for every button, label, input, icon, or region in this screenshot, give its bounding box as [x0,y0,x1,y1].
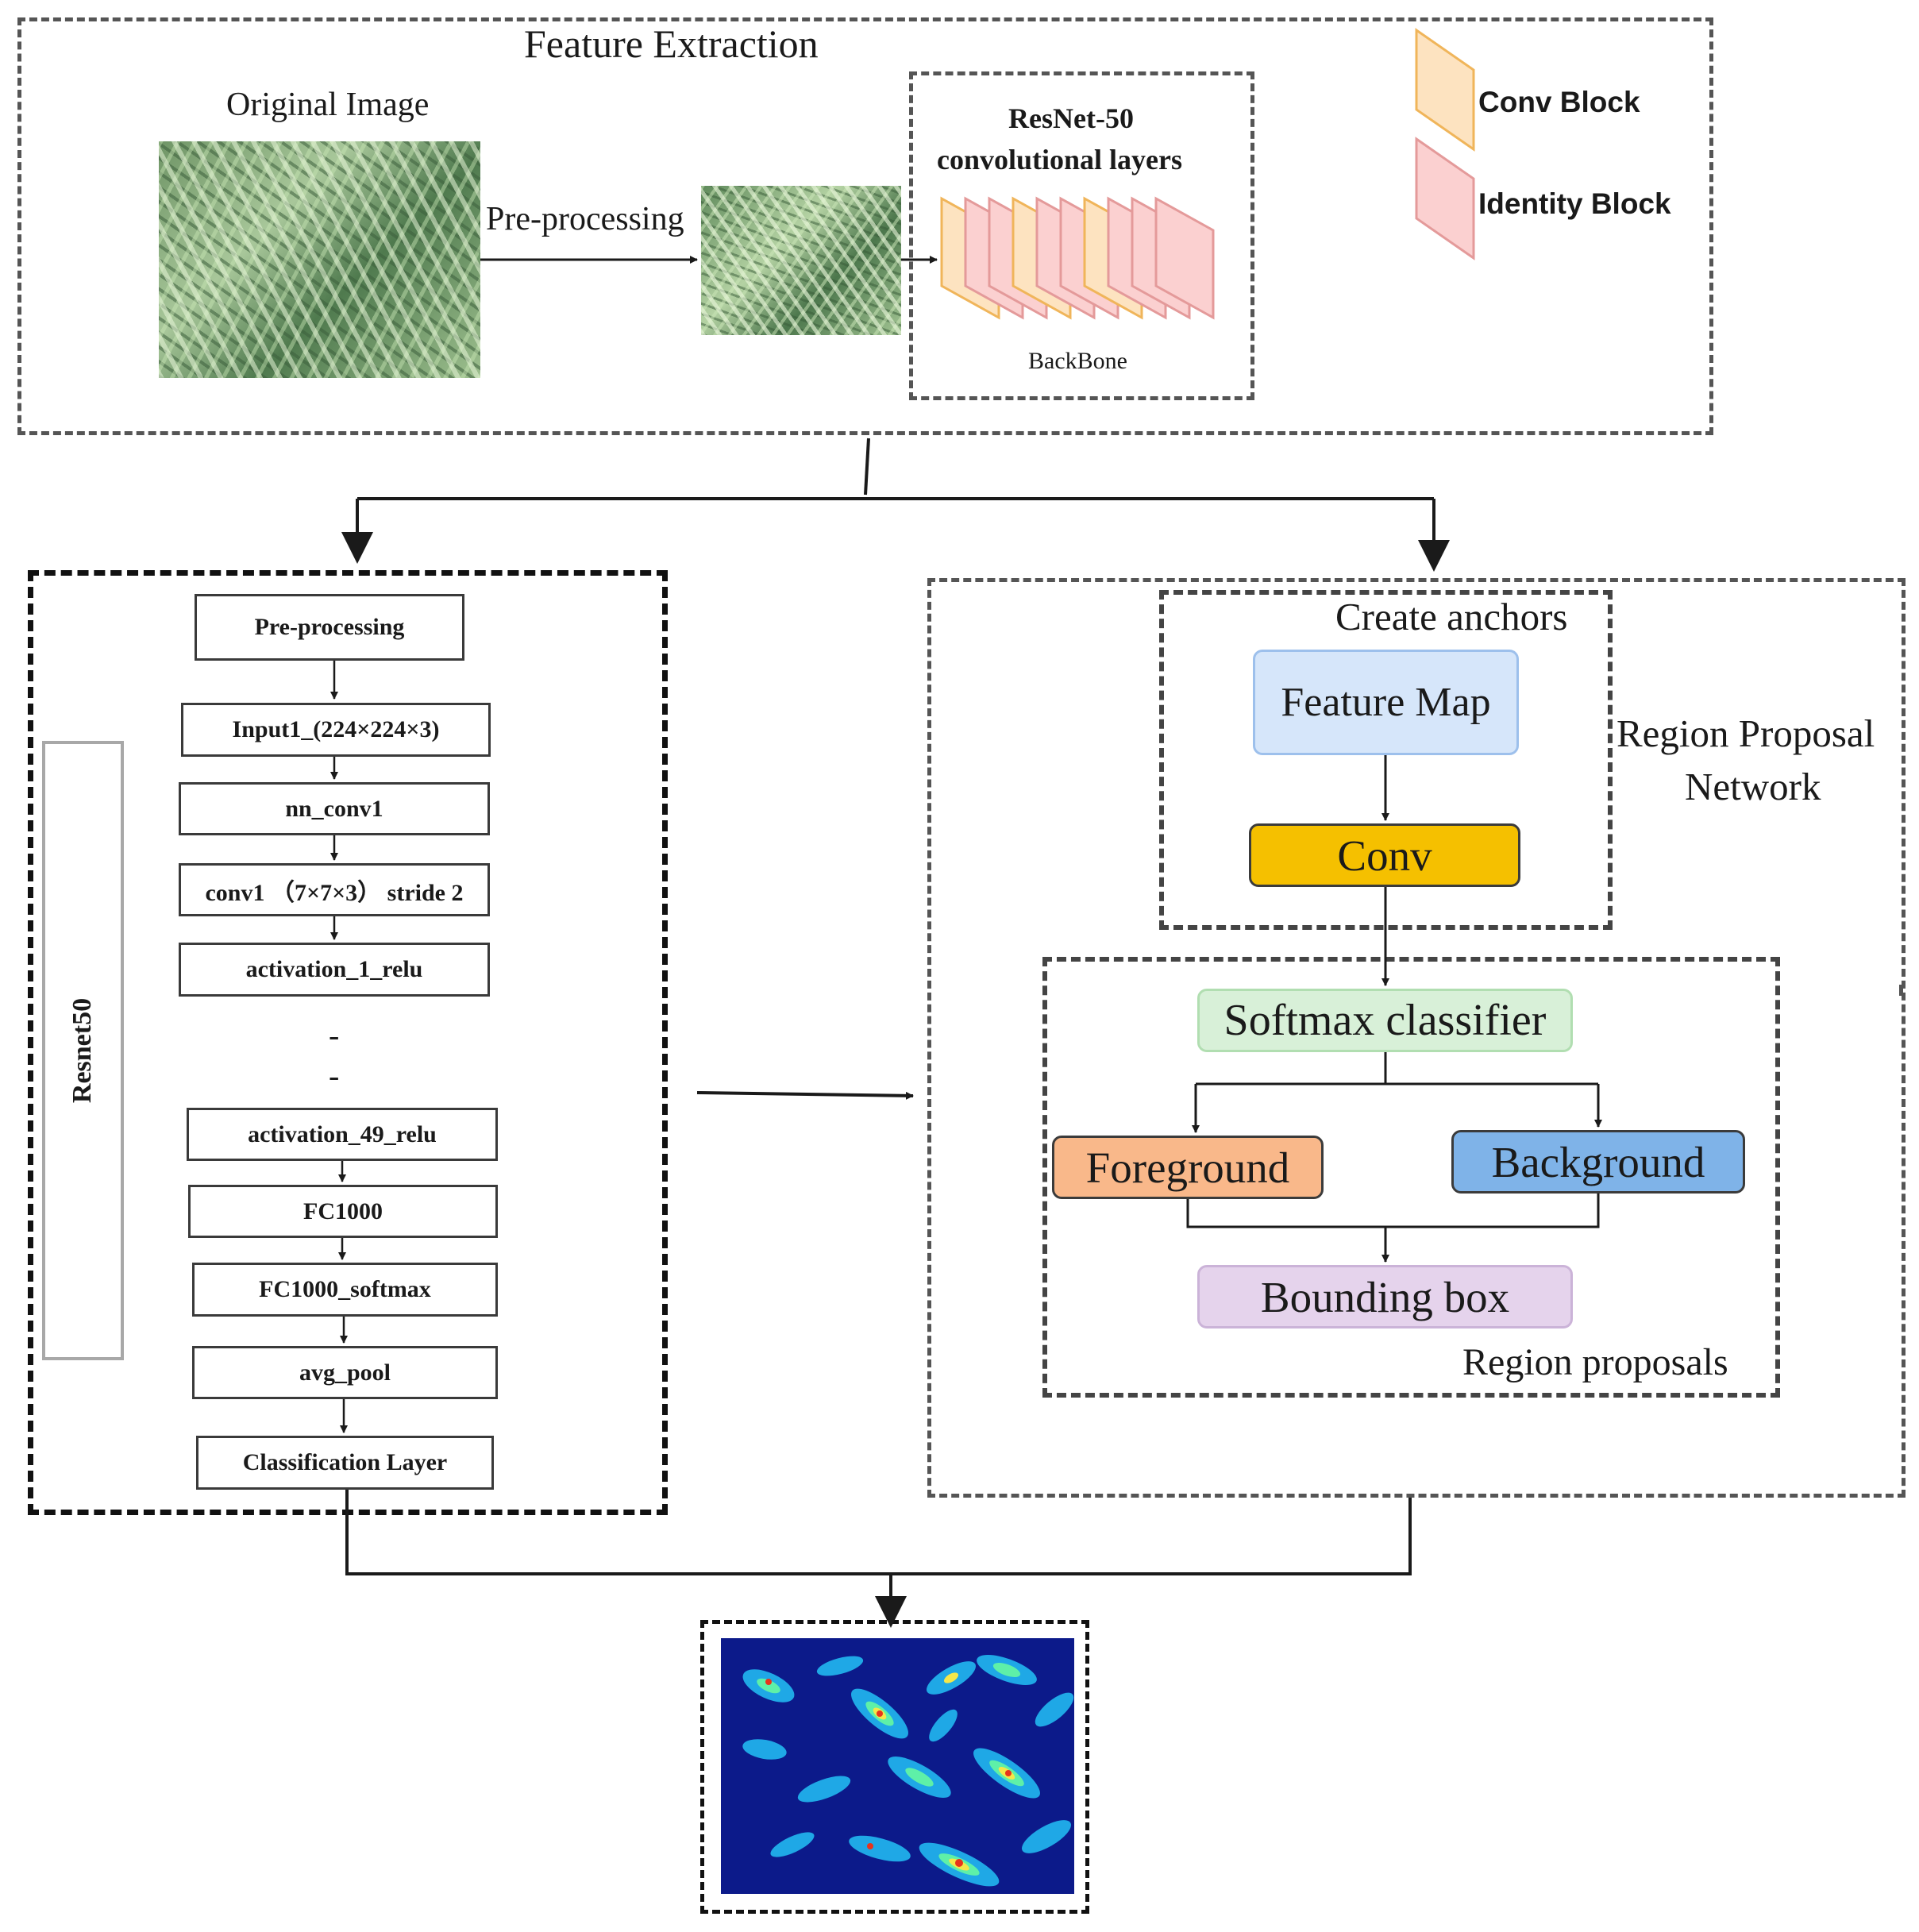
preprocessing-arrow-label: Pre-processing [486,201,684,237]
layer-fc1000: FC1000 [188,1185,498,1238]
rpn-frame-mark [1899,985,1913,996]
merge-connector [345,1490,1412,1628]
region-proposals-label: Region proposals [1462,1341,1728,1383]
layer-input1: Input1_(224×224×3) [181,703,491,757]
resnet-chain-arrows [330,661,348,1433]
bounding-box-box: Bounding box [1197,1265,1573,1328]
rpn-arrows [1186,755,1602,1263]
backbone-title-line1: ResNet-50 [1008,102,1134,134]
rpn-label-line2: Network [1685,765,1821,808]
layer-preprocessing: Pre-processing [195,594,464,661]
layer-activation-1-relu: activation_1_relu [179,943,490,997]
background-box: Background [1451,1130,1745,1194]
region-proposals-frame [1042,957,1780,1398]
legend-identity-block-swatch [1415,137,1475,260]
arrow-resnet-to-rpn [696,1091,914,1100]
layer-activation-49-relu: activation_49_relu [187,1108,498,1161]
split-connector [341,438,1450,572]
layer-ellipsis-1: - [329,1017,340,1053]
conv-box: Conv [1249,823,1520,887]
heatmap-blobs [742,1655,1074,1887]
preprocessed-wheat-image [701,186,901,335]
feature-extraction-frame [17,17,1713,435]
rpn-frame [927,578,1906,1498]
backbone-title-line2: convolutional layers [937,144,1183,175]
layer-classification: Classification Layer [196,1436,494,1490]
feature-map-box: Feature Map [1253,650,1519,755]
backbone-blocks [940,196,1215,320]
legend-conv-block-swatch [1415,28,1475,152]
layer-ellipsis-2: - [329,1058,340,1093]
legend-identity-block-label: Identity Block [1478,187,1671,220]
layer-fc1000-softmax: FC1000_softmax [192,1263,498,1317]
layer-nn-conv1: nn_conv1 [179,782,490,835]
resnet50-side-panel [42,741,124,1360]
rpn-label-line1: Region Proposal [1617,711,1875,755]
layer-avg-pool: avg_pool [192,1346,498,1399]
foreground-box: Foreground [1052,1136,1324,1199]
backbone-caption: BackBone [1028,348,1127,374]
detection-heatmap [721,1638,1074,1894]
layer-conv1: conv1 （7×7×3） stride 2 [179,863,490,916]
original-wheat-image [159,141,480,378]
original-image-label: Original Image [226,87,430,123]
backbone-frame [909,71,1254,400]
feature-extraction-title: Feature Extraction [524,21,819,66]
softmax-classifier-box: Softmax classifier [1197,989,1573,1052]
legend-conv-block-label: Conv Block [1478,86,1640,118]
anchors-title: Create anchors [1335,595,1568,638]
